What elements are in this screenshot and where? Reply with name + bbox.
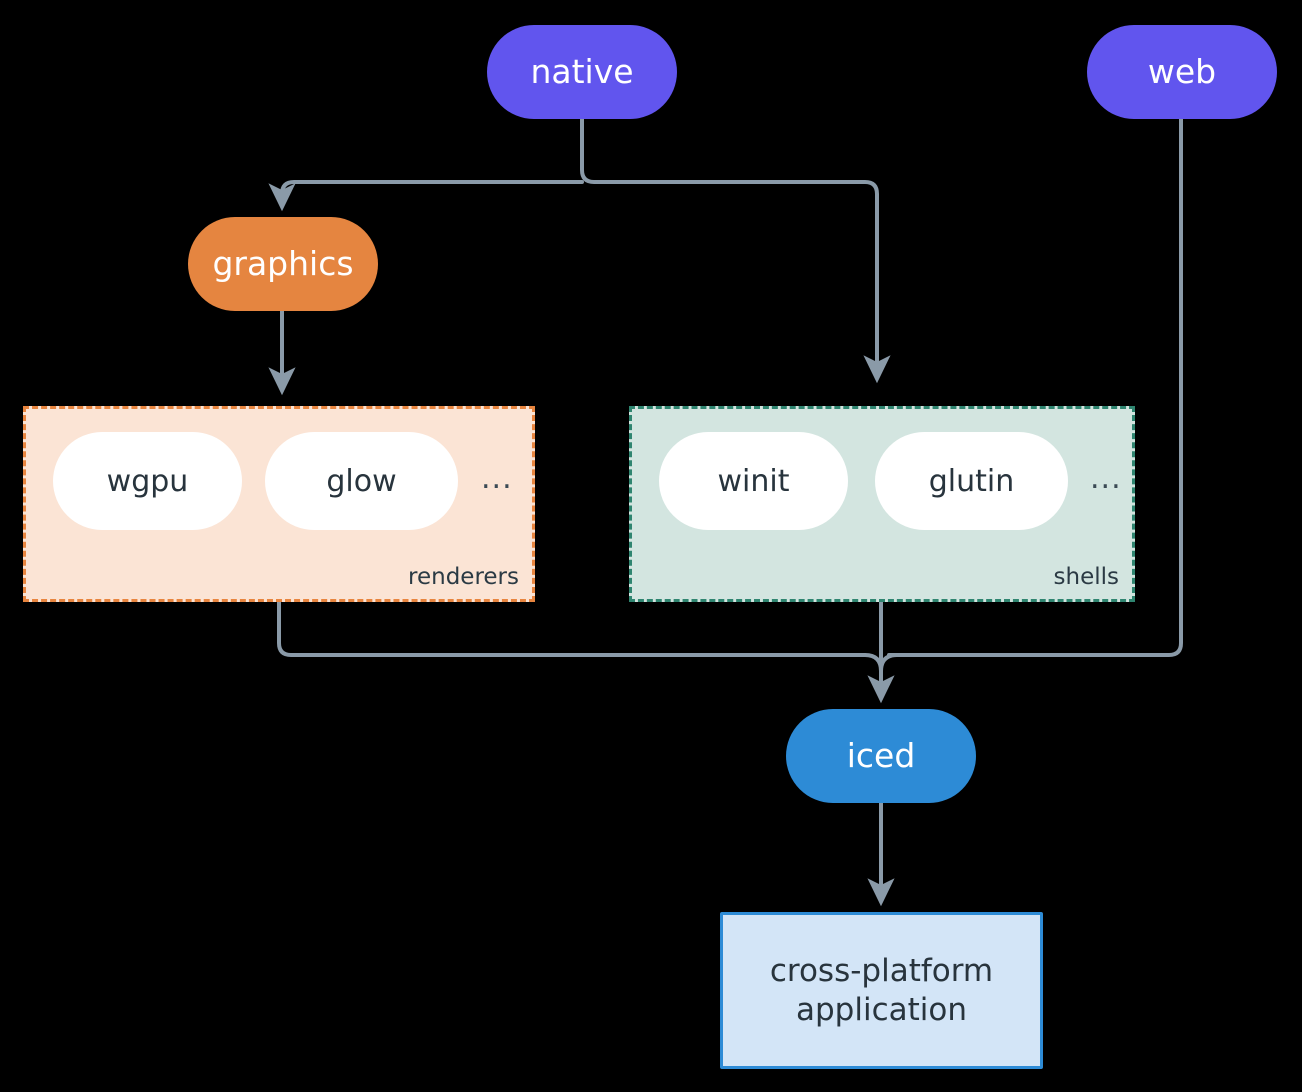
cluster-shells-label: shells <box>1053 564 1119 590</box>
cluster-item-glutin[interactable]: glutin <box>875 432 1068 530</box>
node-app-label-line1: cross-platform <box>769 952 994 989</box>
node-app-label-line2: application <box>796 991 967 1028</box>
node-iced[interactable]: iced <box>786 709 976 803</box>
cluster-item-wgpu-label: wgpu <box>106 463 189 499</box>
node-web[interactable]: web <box>1087 25 1277 119</box>
cluster-shells-more: ... <box>1090 461 1122 496</box>
edge-native-graphics <box>268 180 584 212</box>
edge-native-bus <box>580 117 891 384</box>
node-graphics-label: graphics <box>212 244 354 284</box>
cluster-item-winit[interactable]: winit <box>659 432 848 530</box>
cluster-renderers-label: renderers <box>408 564 519 590</box>
cluster-item-winit-label: winit <box>717 463 790 499</box>
cluster-item-glow-label: glow <box>326 463 397 499</box>
node-graphics[interactable]: graphics <box>188 217 378 311</box>
node-cross-platform-application[interactable]: cross-platform application <box>720 912 1043 1069</box>
cluster-item-glow[interactable]: glow <box>265 432 458 530</box>
edge-renderers-iced <box>277 600 867 657</box>
cluster-shells[interactable]: winit glutin ... shells <box>629 406 1135 602</box>
node-native[interactable]: native <box>487 25 677 119</box>
node-native-label: native <box>530 52 634 92</box>
cluster-item-glutin-label: glutin <box>928 463 1015 499</box>
cluster-renderers-more: ... <box>481 461 513 496</box>
edge-bus-join-right <box>879 653 899 673</box>
cluster-renderers[interactable]: wgpu glow ... renderers <box>23 406 535 602</box>
edge-bus-join-left <box>863 653 883 673</box>
node-iced-label: iced <box>846 736 916 776</box>
cluster-item-wgpu[interactable]: wgpu <box>53 432 242 530</box>
node-web-label: web <box>1147 52 1217 92</box>
